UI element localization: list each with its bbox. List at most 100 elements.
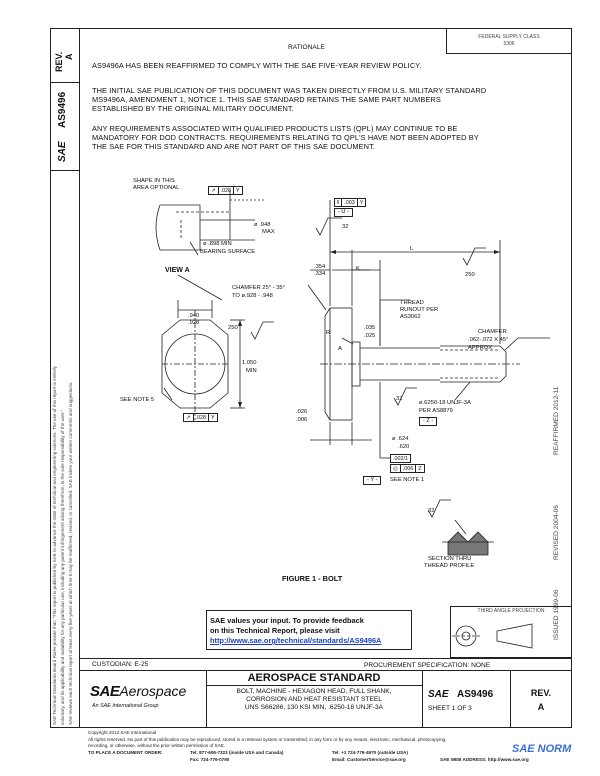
parallelism-icon: ‖ xyxy=(337,199,340,206)
stamp-issued: ISSUED 1999-06 xyxy=(553,589,560,640)
concentricity-icon: ◎ xyxy=(393,465,398,472)
brand-sae: SAE xyxy=(90,683,120,700)
figure-caption: FIGURE 1 - BOLT xyxy=(282,574,343,583)
chamfer2-line-1: CHAMFER xyxy=(478,329,507,335)
see-note-5: SEE NOTE 5 xyxy=(120,397,155,403)
left-sidebar xyxy=(50,28,80,728)
page-frame xyxy=(50,28,572,728)
procurement-spec: PROCUREMENT SPECIFICATION: NONE xyxy=(364,662,491,669)
rev-value: A xyxy=(537,702,545,712)
runout-symbol-icon-2: ↗ xyxy=(186,414,191,421)
rough-250-left: 250 xyxy=(228,325,238,331)
section-label-line-2: THREAD PROFILE xyxy=(424,563,475,569)
title-block-top xyxy=(80,658,572,659)
rough-32-mid: 32 xyxy=(396,396,403,402)
sidebar-doc-number: AS9496 xyxy=(57,91,68,128)
desc-line-3: UNS S66286, 130 KSI MIN, .6250-18 UNJF-3… xyxy=(244,704,384,711)
rationale-paragraph-2-line-3: ESTABLISHED BY THE ORIGINAL MILITARY DOC… xyxy=(92,104,294,113)
projection-symbol-icon xyxy=(452,623,533,649)
rationale-paragraph-3-line-2: MANDATORY FOR DOD CONTRACTS. REQUIREMENT… xyxy=(92,133,479,142)
rationale-title: RATIONALE xyxy=(288,44,325,51)
email: Email: CustomerService@sae.org xyxy=(332,757,406,762)
datum-y: - Y - xyxy=(363,476,382,485)
dim-354: .354 xyxy=(314,264,326,270)
rationale-paragraph-1: AS9496A HAS BEEN REAFFIRMED TO COMPLY WI… xyxy=(92,61,422,70)
tel-intl: Tel: +1 724-776-4970 (outside USA) xyxy=(332,750,408,755)
view-a-label: VIEW A xyxy=(165,267,190,274)
shape-note-line-1: SHAPE IN THIS xyxy=(133,178,175,184)
dim-006: .006 xyxy=(296,417,308,423)
fax: Fax: 724-776-0790 xyxy=(190,757,230,762)
dim-K: K xyxy=(356,266,360,272)
rationale-paragraph-3-line-3: THE SAE FOR THIS STANDARD AND ARE NOT PA… xyxy=(92,142,376,151)
dim-620: .620 xyxy=(398,444,410,450)
bearing-surface-label: BEARING SURFACE xyxy=(200,249,256,255)
custodian: CUSTODIAN: E-25 xyxy=(92,661,149,668)
rev-label: REV. xyxy=(530,688,552,698)
thread-runout-line-3: AS3062 xyxy=(400,314,421,320)
aerospace-standard-heading: AEROSPACE STANDARD xyxy=(247,672,381,684)
chamfer-note-line-2: TO ø.928 - .948 xyxy=(232,293,273,299)
dim-min: MIN xyxy=(246,368,257,374)
title-block-divider-2 xyxy=(422,670,423,728)
desc-line-2: CORROSION AND HEAT RESISTANT STEEL xyxy=(246,696,382,703)
watermark: SAE NORM xyxy=(512,743,572,755)
rough-32-section: 32 xyxy=(428,508,435,514)
fed-supply-class-label: FEDERAL SUPPLY CLASS xyxy=(478,34,540,40)
thread-runout-line-1: THREAD xyxy=(400,300,424,306)
dim-026: .026 xyxy=(296,409,308,415)
stamp-reaffirmed: REAFFIRMED 2012-11 xyxy=(553,386,560,455)
rights-line-2: recording, or otherwise, without the pri… xyxy=(88,743,226,748)
stamp-revised: REVISED 2004-06 xyxy=(553,505,560,560)
dim-1050: 1.050 xyxy=(242,360,257,366)
datum-u: - U - xyxy=(334,208,353,217)
projection-box xyxy=(450,606,572,658)
sidebar-divider-2 xyxy=(50,170,80,171)
heading-underline xyxy=(206,685,422,686)
fcf-mid-right-b: ◎ .006 Z xyxy=(390,464,425,473)
rights-line-1: All rights reserved. No part of this pub… xyxy=(88,737,447,742)
title-block-row xyxy=(80,670,572,671)
dim-334: .334 xyxy=(314,271,326,277)
dim-L: L xyxy=(410,246,414,252)
rough-32-top: 32 xyxy=(342,224,349,230)
brand-aerospace: Aerospace xyxy=(119,683,187,699)
doc-number-block: SAE AS9496 xyxy=(428,684,493,702)
sidebar-notes-1: SAE Technical Standards Board Rules prov… xyxy=(52,366,57,725)
sidebar-rev-label: REV. xyxy=(54,51,64,72)
datum-z: - Z - xyxy=(419,417,438,426)
sidebar-notes-3: SAE reviews each technical report at lea… xyxy=(68,381,73,725)
rationale-paragraph-2-line-2: MS9496A, AMENDMENT 1, NOTICE 1. THIS SAE… xyxy=(92,95,441,104)
shape-note-line-2: AREA OPTIONAL xyxy=(133,185,180,191)
bolt-drawing xyxy=(155,190,550,556)
dim-025: .025 xyxy=(364,333,376,339)
rough-250-right: 250 xyxy=(465,272,475,278)
radius-R: R xyxy=(326,330,331,336)
thread-per: PER AS8879 xyxy=(419,408,453,414)
sidebar-notes-2: voluntary, and its applicability and sui… xyxy=(60,409,65,725)
fcf-top-left: ↗ .028 Y xyxy=(208,186,243,195)
chamfer-note-line-1: CHAMFER 25° - 35° xyxy=(232,285,285,291)
feedback-box xyxy=(206,610,412,650)
runout-symbol-icon: ↗ xyxy=(211,187,216,194)
doc-sae-logo: SAE xyxy=(428,689,449,700)
desc-line-1: BOLT, MACHINE - HEXAGON HEAD, FULL SHANK… xyxy=(236,688,392,695)
title-block-divider-3 xyxy=(510,670,511,728)
title-block-divider-1 xyxy=(206,670,207,728)
fcf-bottom-left: ↗ .028 Y xyxy=(183,413,218,422)
feedback-url-link[interactable]: http://www.sae.org/technical/standards/A… xyxy=(210,636,382,645)
web-address: SAE WEB ADDRESS: http://www.sae.org xyxy=(440,757,529,762)
dim-940: .940 xyxy=(188,313,200,319)
chamfer2-line-2: .062-.072 X 45° xyxy=(468,337,509,343)
dim-035: .035 xyxy=(364,325,376,331)
sidebar-rev-value: A xyxy=(64,53,74,61)
sheet-number: SHEET 1 OF 3 xyxy=(428,705,472,712)
dim-dia-948: ø .948 xyxy=(254,222,271,228)
feedback-line-1: SAE values your input. To provide feedba… xyxy=(210,616,364,625)
see-note-1: SEE NOTE 1 xyxy=(390,477,425,483)
fed-supply-class-value: 5306 xyxy=(503,41,515,47)
feedback-line-2: on this Technical Report, please visit xyxy=(210,626,340,635)
rationale-paragraph-2-line-1: THE INITIAL SAE PUBLICATION OF THIS DOCU… xyxy=(92,86,487,95)
thread-spec: ø.6250-18 UNJF-3A xyxy=(419,400,471,406)
fed-supply-class-box xyxy=(446,28,572,54)
